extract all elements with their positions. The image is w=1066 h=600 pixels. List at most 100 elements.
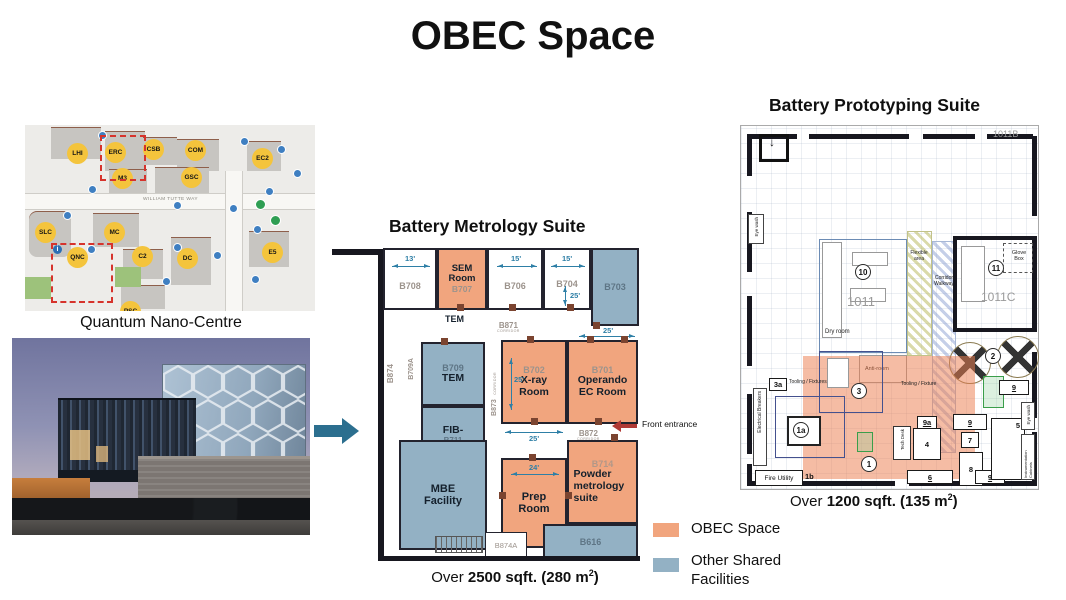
photo-hedge bbox=[12, 498, 310, 522]
tooling-fixture-label: Tooling / Fixture bbox=[901, 381, 937, 387]
prototyping-area: Over 1200 sqft. (135 m2) bbox=[790, 492, 958, 510]
map-marker-icon bbox=[88, 185, 97, 194]
ref-label: 1b bbox=[805, 472, 814, 481]
ref-6: 6 bbox=[907, 470, 953, 484]
room-powder: B714 Powder metrology suite bbox=[567, 440, 638, 524]
highlight-erc-m3 bbox=[100, 135, 146, 181]
room-mbe: MBE Facility bbox=[399, 440, 487, 550]
room-name: MBE Facility bbox=[424, 482, 462, 507]
photo-caption: Quantum Nano-Centre bbox=[80, 314, 242, 331]
corridor-b872-label: B872 CORRIDOR bbox=[577, 429, 600, 442]
wall-segment bbox=[747, 394, 752, 454]
door bbox=[441, 338, 448, 345]
marker-2: 2 bbox=[985, 348, 1001, 364]
map-marker-icon bbox=[87, 245, 96, 254]
wall-segment bbox=[747, 464, 752, 486]
dim-label: 25' bbox=[514, 375, 525, 384]
electrical-breakers: Electrical Breakers bbox=[753, 388, 767, 466]
wall-segment bbox=[747, 296, 752, 366]
map-marker-icon bbox=[251, 275, 260, 284]
map-label-gsc: GSC bbox=[181, 167, 202, 188]
tooling-fixtures-label: Tooling / Fixtures bbox=[789, 379, 827, 385]
ref-9-mid: 9 bbox=[953, 414, 987, 430]
corridor-walkway-label: Corridor Walkway bbox=[934, 275, 954, 287]
room-1a-outline bbox=[775, 396, 845, 458]
bench bbox=[961, 246, 985, 302]
wall-segment bbox=[1032, 136, 1037, 216]
transit-marker-icon bbox=[270, 215, 281, 226]
room-number: B701 bbox=[591, 365, 614, 376]
dim-line bbox=[562, 286, 567, 306]
entrance-arrow-shaft bbox=[621, 424, 637, 428]
corridor-word: CORRIDOR bbox=[497, 329, 520, 334]
instrumentation-label: Instrumentation Cabinets bbox=[1023, 450, 1033, 478]
room-name: TEM bbox=[441, 372, 465, 385]
area-sup: 2 bbox=[947, 492, 953, 502]
marker-1: 1 bbox=[861, 456, 877, 472]
room-number: B707 bbox=[451, 283, 473, 294]
dim-line bbox=[551, 263, 585, 268]
dim-line bbox=[579, 333, 635, 338]
map-label-dc: DC bbox=[177, 248, 198, 269]
qnc-photo bbox=[12, 338, 310, 535]
marker-10: 10 bbox=[855, 264, 871, 280]
door bbox=[457, 304, 464, 311]
door bbox=[565, 492, 572, 499]
fire-utility-label: Fire Utility bbox=[764, 474, 794, 482]
front-entrance: Front entrance bbox=[612, 419, 722, 433]
area-value: 1200 sqft. (135 m bbox=[826, 493, 948, 510]
ref-label: 8 bbox=[968, 464, 974, 474]
room-name: Prep Room bbox=[518, 490, 550, 515]
bench bbox=[850, 288, 886, 302]
room-number: B616 bbox=[579, 537, 602, 548]
metrology-floorplan: 13' B708 SEM Room B707 15' B706 15' B704… bbox=[381, 246, 640, 561]
tech-desk-label: Tech Desk bbox=[899, 429, 905, 451]
page-title: OBEC Space bbox=[410, 14, 656, 58]
marker-11: 11 bbox=[988, 260, 1004, 276]
map-marker-icon bbox=[240, 137, 249, 146]
bench bbox=[852, 252, 888, 266]
door bbox=[509, 304, 516, 311]
room-number: B706 bbox=[504, 280, 526, 291]
area-suffix: ) bbox=[593, 569, 599, 586]
area-value: 2500 sqft. (280 m bbox=[467, 569, 589, 586]
ref-5: 5 bbox=[991, 418, 1025, 480]
entrance-arrow-head bbox=[612, 420, 621, 432]
glove-box-label: Glove Box bbox=[1011, 250, 1027, 263]
dry-room-label: Dry room bbox=[825, 329, 850, 335]
room-operando: B701 Operando EC Room bbox=[567, 340, 638, 424]
vent-shaft bbox=[759, 134, 789, 162]
dim-label: 15' bbox=[511, 254, 522, 263]
room-number: B874A bbox=[494, 541, 518, 551]
transit-marker-icon bbox=[255, 199, 266, 210]
equipment-box-3 bbox=[819, 351, 883, 413]
campus-map: WILLIAM TUTTE WAY LHI ERC CSB COM EC2 M3… bbox=[25, 125, 315, 311]
corridor-number: B872 bbox=[578, 429, 598, 438]
door bbox=[531, 418, 538, 425]
street-label: WILLIAM TUTTE WAY bbox=[143, 197, 198, 202]
corridor-number: B873 bbox=[491, 399, 498, 416]
photo-ground bbox=[12, 520, 310, 535]
map-label-c2: C2 bbox=[132, 246, 153, 267]
area-prefix: Over bbox=[790, 493, 827, 510]
dim-line bbox=[497, 263, 537, 268]
flexible-area-label: Flexible area bbox=[910, 250, 928, 262]
room-b709-tem: B709 TEM bbox=[421, 342, 485, 406]
info-icon: i bbox=[53, 245, 62, 254]
room-1011 bbox=[819, 239, 907, 353]
door bbox=[621, 336, 628, 343]
map-marker-icon bbox=[229, 204, 238, 213]
map-marker-icon bbox=[265, 187, 274, 196]
room-number: B704 bbox=[556, 278, 578, 289]
arrow-shaft bbox=[314, 425, 342, 437]
wall-segment bbox=[923, 134, 975, 139]
ref-label: 5 bbox=[1015, 421, 1020, 430]
ref-label: 9a bbox=[922, 418, 932, 427]
ref-label: 9 bbox=[967, 417, 973, 427]
door bbox=[529, 454, 536, 461]
dim-line bbox=[508, 358, 513, 410]
green-space bbox=[115, 267, 141, 287]
photo-lit-window bbox=[70, 430, 90, 460]
ref-3a: 3a bbox=[769, 378, 787, 391]
